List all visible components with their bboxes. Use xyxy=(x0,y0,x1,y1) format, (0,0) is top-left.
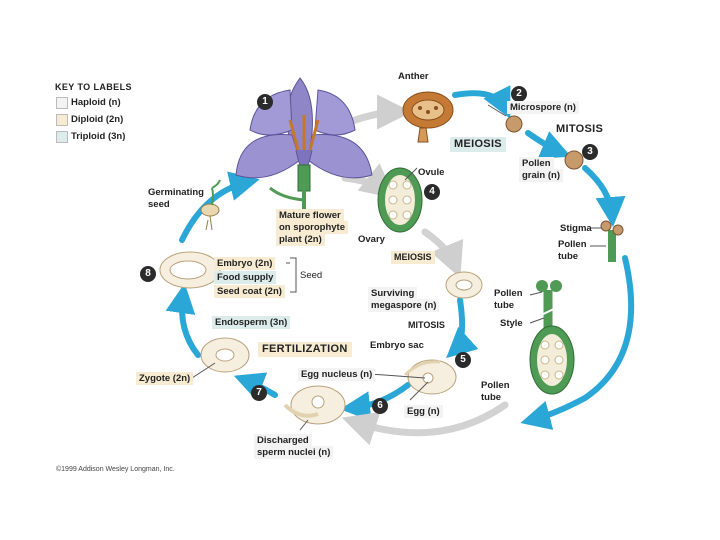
label-pollen-tube-low-line2: tube xyxy=(481,392,502,403)
seed-drawing xyxy=(159,251,221,289)
label-discharged-line2: sperm nuclei (n) xyxy=(254,446,334,459)
key-label-triploid: Triploid (3n) xyxy=(71,131,126,142)
copyright-text: ©1999 Addison Wesley Longman, Inc. xyxy=(56,466,175,473)
label-surviving-line2: megaspore (n) xyxy=(368,299,440,312)
label-mature-line3: plant (2n) xyxy=(276,233,325,246)
style-ovary-drawing xyxy=(529,280,575,395)
label-pollen-grain-line1: Pollen xyxy=(519,157,554,170)
label-ovary: Ovary xyxy=(358,234,385,245)
label-embryo-sac: Embryo sac xyxy=(370,340,424,351)
label-pollen-grain-line2: grain (n) xyxy=(519,169,563,182)
zygote-drawing xyxy=(200,337,250,373)
anther-drawing xyxy=(402,91,454,143)
megaspore-drawing xyxy=(445,271,483,299)
label-stigma: Stigma xyxy=(560,223,592,234)
step-8: 8 xyxy=(140,266,156,282)
microspore-drawing xyxy=(505,115,523,133)
label-discharged-line1: Discharged xyxy=(254,434,312,447)
label-mitosis-top: Mitosis xyxy=(556,123,604,135)
label-meiosis-mid: Meiosis xyxy=(391,251,435,264)
label-food-supply: Food supply xyxy=(214,271,277,284)
label-pollen-tube-right-line1: Pollen xyxy=(558,239,587,250)
label-meiosis-top: Meiosis xyxy=(450,137,506,152)
leader-lines xyxy=(191,104,606,431)
label-endosperm: Endosperm (3n) xyxy=(212,316,291,329)
step-6: 6 xyxy=(372,398,388,414)
fertilization-drawing xyxy=(283,385,346,425)
label-mitosis-mid: Mitosis xyxy=(408,320,445,330)
label-microspore: Microspore (n) xyxy=(507,101,579,114)
label-pollen-tube-low-line1: Pollen xyxy=(481,380,510,391)
embryo-sac-drawing xyxy=(403,359,457,395)
step-1: 1 xyxy=(257,94,273,110)
label-pollen-tube-mid-line2: tube xyxy=(494,300,515,311)
label-mature-line2: on sporophyte xyxy=(276,221,348,234)
label-pollen-tube-right-line2: tube xyxy=(558,251,579,262)
germinating-seed-drawing xyxy=(200,179,221,231)
label-style: Style xyxy=(500,318,523,329)
iris-flower xyxy=(235,77,373,215)
key-title: Key to labels xyxy=(55,82,132,92)
step-4: 4 xyxy=(424,184,440,200)
step-3: 3 xyxy=(582,144,598,160)
key-swatch-haploid xyxy=(56,97,68,109)
key-label-haploid: Haploid (n) xyxy=(71,97,121,108)
label-ovule: Ovule xyxy=(418,167,445,178)
step-2: 2 xyxy=(511,86,527,102)
pollen-grain-drawing xyxy=(564,150,584,170)
label-anther: Anther xyxy=(398,71,429,82)
label-embryo: Embryo (2n) xyxy=(214,257,276,270)
label-surviving-line1: Surviving xyxy=(368,287,418,300)
step-5: 5 xyxy=(455,352,471,368)
label-pollen-tube-mid-line1: Pollen xyxy=(494,288,523,299)
label-seed: Seed xyxy=(300,270,323,281)
label-mature-line1: Mature flower xyxy=(276,209,344,222)
label-egg: Egg (n) xyxy=(404,405,443,418)
ovary-drawing xyxy=(377,167,423,233)
label-germinating-line2: seed xyxy=(148,199,170,210)
key-swatch-triploid xyxy=(56,131,68,143)
label-germinating-line1: Germinating xyxy=(148,187,204,198)
step-7: 7 xyxy=(251,385,267,401)
stigma-drawing xyxy=(600,220,624,262)
label-egg-nucleus: Egg nucleus (n) xyxy=(298,368,376,381)
key-swatch-diploid xyxy=(56,114,68,126)
label-seed-coat: Seed coat (2n) xyxy=(214,285,285,298)
label-fertilization: Fertilization xyxy=(258,342,352,357)
label-zygote: Zygote (2n) xyxy=(136,372,194,385)
key-label-diploid: Diploid (2n) xyxy=(71,114,124,125)
